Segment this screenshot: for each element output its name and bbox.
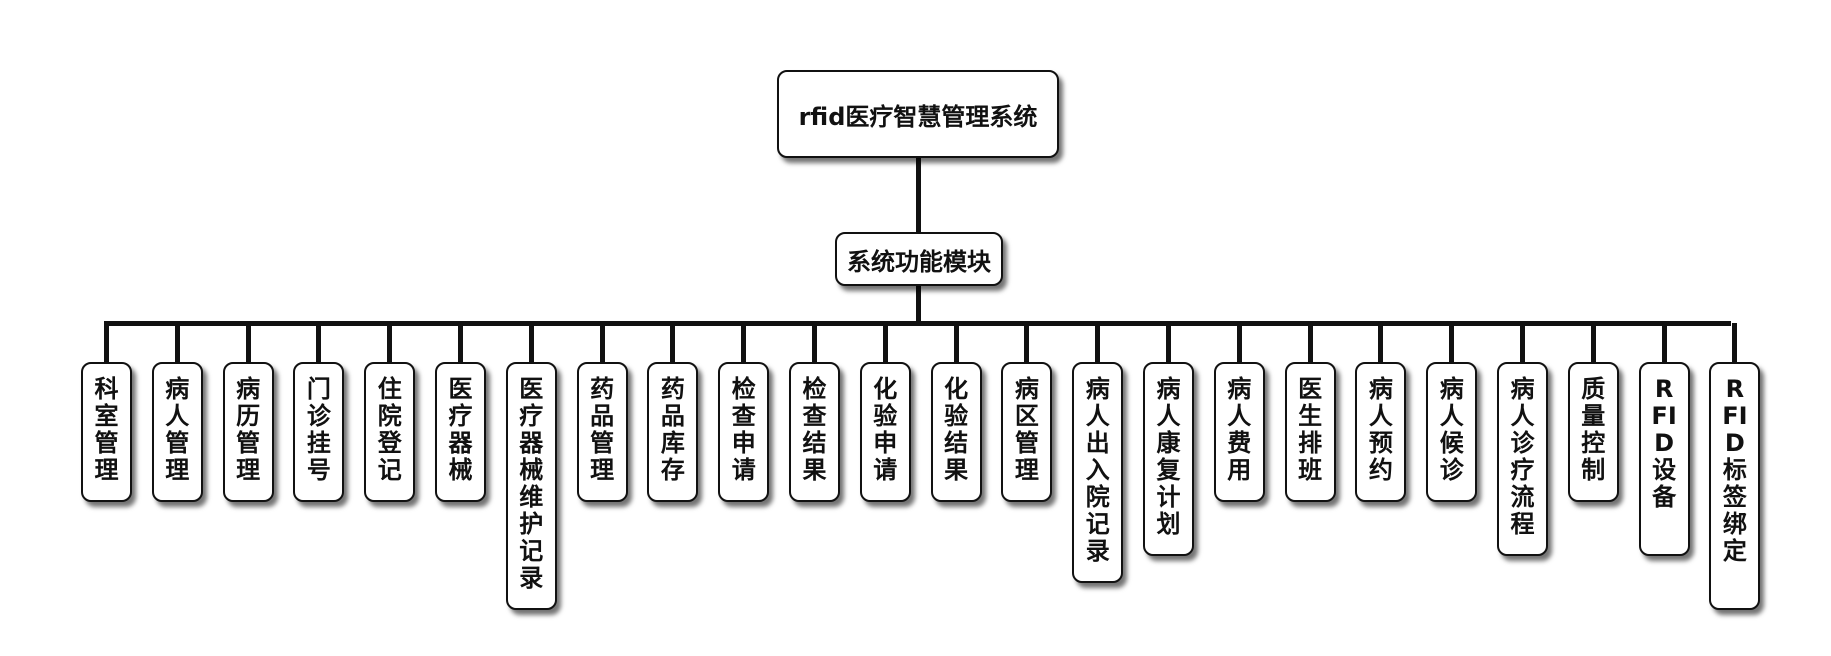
connector-child xyxy=(1449,323,1455,362)
module-node: 系统功能模块 xyxy=(835,232,1003,286)
child-node: 化验申请 xyxy=(859,362,911,502)
connector-child xyxy=(1236,323,1242,362)
connector-child xyxy=(1024,323,1030,362)
child-node-label: 病人出入院记录 xyxy=(1085,375,1110,565)
child-node-label: 病人管理 xyxy=(165,375,190,484)
child-node: 病人费用 xyxy=(1213,362,1265,502)
child-node: 检查申请 xyxy=(718,362,770,502)
child-node-label: 病人预约 xyxy=(1368,375,1393,484)
connector-child xyxy=(670,323,676,362)
connector-child xyxy=(882,323,888,362)
child-node-label: 检查结果 xyxy=(802,375,827,484)
connector-child xyxy=(458,323,463,362)
connector-child xyxy=(104,323,109,362)
child-node: RFID标签绑定 xyxy=(1709,362,1761,610)
child-node-label: 病历管理 xyxy=(236,375,261,484)
child-node-label: 药品库存 xyxy=(660,375,685,484)
connector-child xyxy=(387,323,393,362)
connector-module-to-bus xyxy=(916,286,921,324)
module-node-label: 系统功能模块 xyxy=(847,247,991,276)
child-node: 医生排班 xyxy=(1284,362,1336,502)
child-node: 病人候诊 xyxy=(1426,362,1478,502)
child-node: 药品管理 xyxy=(576,362,628,502)
child-node: 医疗器械维护记录 xyxy=(505,362,557,610)
connector-child xyxy=(1520,323,1525,362)
child-node: 病区管理 xyxy=(1001,362,1053,502)
child-node: RFID设备 xyxy=(1638,362,1690,556)
child-node-label: RFID设备 xyxy=(1651,375,1677,511)
child-node-label: 医疗器械维护记录 xyxy=(519,375,544,592)
child-node-label: 医生排班 xyxy=(1298,375,1323,484)
child-node: 化验结果 xyxy=(930,362,982,502)
child-node-label: 科室管理 xyxy=(94,375,119,484)
child-node: 门诊挂号 xyxy=(293,362,345,502)
child-node-label: 质量控制 xyxy=(1581,375,1606,484)
child-node-label: 化验结果 xyxy=(944,375,969,484)
child-node: 检查结果 xyxy=(789,362,840,502)
connector-child xyxy=(174,323,180,362)
connector-child xyxy=(1590,323,1596,362)
child-node-label: RFID标签绑定 xyxy=(1722,375,1748,565)
connector-child xyxy=(1378,323,1384,362)
connector-child xyxy=(599,323,605,362)
child-node-label: 检查申请 xyxy=(731,375,756,484)
connector-child xyxy=(1661,323,1667,362)
child-node: 质量控制 xyxy=(1567,362,1619,502)
child-node-label: 门诊挂号 xyxy=(306,375,331,484)
child-node: 病人诊疗流程 xyxy=(1497,362,1548,556)
child-node-label: 病人候诊 xyxy=(1439,375,1464,484)
child-node-label: 病区管理 xyxy=(1014,375,1039,484)
child-node-label: 药品管理 xyxy=(590,375,615,484)
connector-child xyxy=(812,323,817,362)
child-node: 病历管理 xyxy=(222,362,274,502)
connector-child xyxy=(741,323,747,362)
connector-child xyxy=(1095,323,1101,362)
child-node-label: 化验申请 xyxy=(873,375,898,484)
connector-child xyxy=(1307,323,1313,362)
child-node-label: 医疗器械 xyxy=(448,375,473,484)
child-node: 住院登记 xyxy=(364,362,416,502)
connector-root-to-module xyxy=(916,158,921,232)
connector-child xyxy=(316,323,322,362)
child-node: 病人预约 xyxy=(1355,362,1407,502)
connector-horizontal-bus xyxy=(104,321,1731,326)
child-node: 病人康复计划 xyxy=(1143,362,1194,556)
child-node-label: 病人康复计划 xyxy=(1156,375,1181,538)
root-node: rfid医疗智慧管理系统 xyxy=(777,70,1059,158)
child-node-label: 病人费用 xyxy=(1227,375,1252,484)
child-node: 科室管理 xyxy=(81,362,132,502)
child-node-label: 病人诊疗流程 xyxy=(1510,375,1535,538)
child-node-label: 住院登记 xyxy=(377,375,402,484)
child-node: 医疗器械 xyxy=(435,362,486,502)
connector-child xyxy=(953,323,959,362)
child-node: 病人管理 xyxy=(151,362,203,502)
child-node: 病人出入院记录 xyxy=(1072,362,1124,583)
connector-child xyxy=(1166,323,1171,362)
root-node-label: rfid医疗智慧管理系统 xyxy=(798,102,1038,131)
connector-child xyxy=(1732,323,1738,362)
connector-child xyxy=(245,323,251,362)
child-node: 药品库存 xyxy=(647,362,699,502)
connector-child xyxy=(528,323,534,362)
